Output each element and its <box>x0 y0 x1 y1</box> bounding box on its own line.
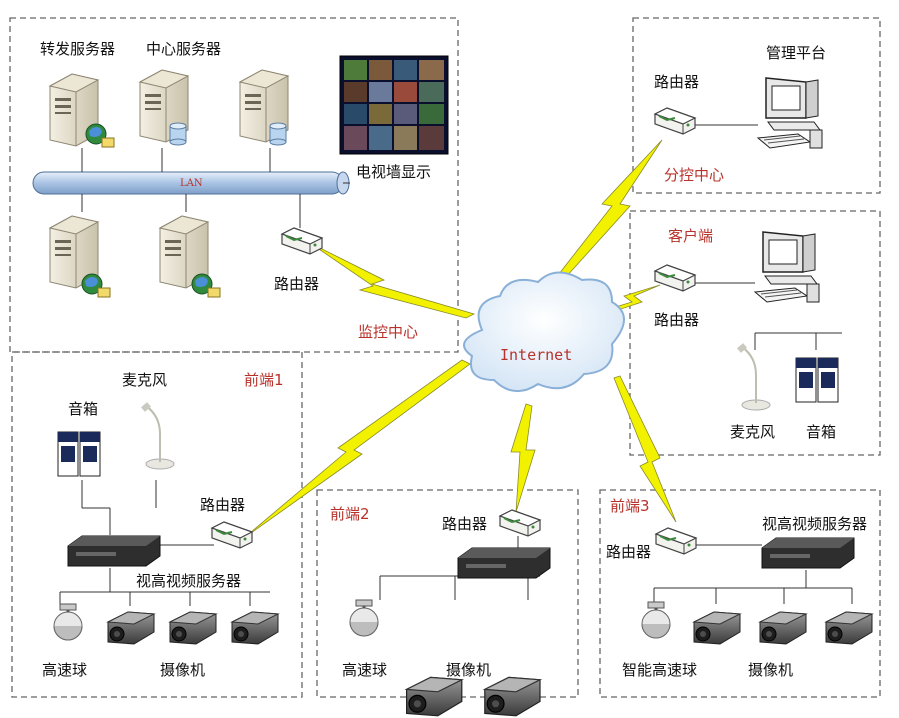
front1-router-icon <box>211 521 253 549</box>
front3-title: 前端3 <box>610 497 650 515</box>
front3-dome-icon <box>640 600 672 640</box>
front3-server-label: 视高视频服务器 <box>762 515 868 533</box>
front2-camera-label: 摄像机 <box>446 661 492 679</box>
front1-camera-icon <box>107 611 155 645</box>
front1-dome-label: 高速球 <box>42 661 88 679</box>
front1-speaker-label: 音箱 <box>68 400 99 418</box>
region-monitor-center <box>9 17 459 353</box>
tv-wall-label: 电视墙显示 <box>356 163 432 181</box>
front3-router-icon <box>655 527 697 555</box>
router-monitor-icon <box>281 227 323 255</box>
front3-camera-icon <box>693 611 741 645</box>
router-client-label: 路由器 <box>654 311 700 329</box>
server-4-icon <box>159 215 221 298</box>
router-monitor-label: 路由器 <box>274 275 320 293</box>
client-pc-icon <box>754 231 820 303</box>
region-sub-center <box>632 17 881 194</box>
lan-bus <box>32 148 350 228</box>
region-front1 <box>11 351 303 698</box>
front2-title: 前端2 <box>330 505 370 523</box>
monitor-center-title: 监控中心 <box>358 323 419 341</box>
front2-camera-icon <box>406 676 463 717</box>
front1-camera-2-icon <box>169 611 217 645</box>
management-platform-label: 管理平台 <box>766 44 827 62</box>
region-client <box>629 210 881 456</box>
link-front3 <box>613 375 677 523</box>
front3-camera-3-icon <box>825 611 873 645</box>
front1-mic-label: 麦克风 <box>122 371 168 389</box>
region-front2 <box>316 489 579 698</box>
internet-cloud-icon <box>463 271 625 392</box>
front1-router-label: 路由器 <box>200 496 246 514</box>
management-pc-icon <box>757 77 823 149</box>
lan-label: LAN <box>180 178 203 189</box>
front2-dome-icon <box>348 598 380 638</box>
front2-dome-label: 高速球 <box>342 661 388 679</box>
forward-server-label: 转发服务器 <box>40 40 116 58</box>
front2-router-label: 路由器 <box>442 515 488 533</box>
tv-wall-icon <box>339 55 449 155</box>
link-monitor <box>309 242 476 319</box>
internet-label: Internet <box>500 346 573 364</box>
router-subcenter-icon <box>654 107 696 135</box>
client-title: 客户端 <box>668 227 714 245</box>
forward-server-icon <box>49 73 115 148</box>
router-subcenter-label: 路由器 <box>654 73 700 91</box>
front1-mic-icon <box>140 401 175 470</box>
front3-camera-label: 摄像机 <box>748 661 794 679</box>
front1-speaker-icon <box>57 431 101 477</box>
region-front3 <box>599 489 881 698</box>
front3-router-label: 路由器 <box>606 543 652 561</box>
link-subcenter <box>547 139 663 289</box>
front1-video-server-icon <box>67 535 161 567</box>
front3-wiring <box>653 544 853 604</box>
front3-camera-2-icon <box>759 611 807 645</box>
client-speaker-label: 音箱 <box>806 423 837 441</box>
router-client-icon <box>654 264 696 292</box>
front3-dome-label: 智能高速球 <box>622 661 698 679</box>
center-server-icon <box>139 69 189 146</box>
client-speaker-icon <box>795 357 839 403</box>
front2-router-icon <box>499 509 541 537</box>
client-mic-icon <box>736 342 771 411</box>
front2-video-server-icon <box>457 547 551 579</box>
server-3-icon <box>49 215 111 298</box>
front1-dome-icon <box>52 602 84 642</box>
front2-camera-2-icon <box>484 676 541 717</box>
front1-server-label: 视高视频服务器 <box>136 572 242 590</box>
center-server-2-icon <box>239 69 289 146</box>
front1-camera-3-icon <box>231 611 279 645</box>
front1-camera-label: 摄像机 <box>160 661 206 679</box>
sub-center-title: 分控中心 <box>664 166 725 184</box>
link-front2 <box>510 403 536 513</box>
front3-video-server-icon <box>761 537 855 569</box>
link-front1 <box>243 359 471 539</box>
client-mic-label: 麦克风 <box>730 423 776 441</box>
center-server-label: 中心服务器 <box>146 40 222 58</box>
front1-title: 前端1 <box>244 371 284 389</box>
